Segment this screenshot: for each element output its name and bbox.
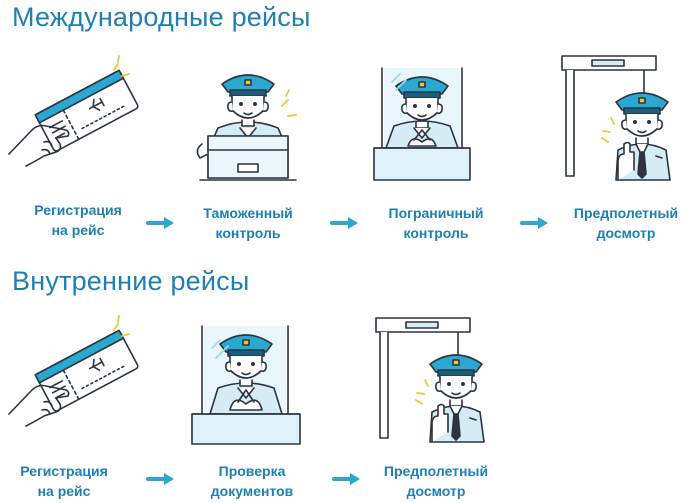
step-label-line2: контроль	[403, 225, 469, 241]
step-security-international	[552, 52, 692, 182]
step-label-line1: Таможенный	[203, 205, 293, 221]
step-label-line2: документов	[210, 483, 294, 499]
document-officer-icon	[176, 318, 316, 448]
step-document-check	[176, 318, 316, 448]
step-label-line2: на рейс	[37, 483, 91, 499]
step-label-border: Пограничный контроль	[366, 203, 506, 243]
border-officer-icon	[352, 58, 492, 188]
step-label-security: Предполетный досмотр	[556, 203, 696, 243]
step-label-line1: Предполетный	[573, 205, 679, 221]
boarding-pass-icon	[4, 312, 144, 432]
arrow-right-icon	[520, 216, 550, 230]
step-border-control	[352, 58, 492, 188]
step-check-in-domestic	[4, 312, 144, 432]
security-officer-icon	[552, 52, 692, 182]
boarding-pass-icon	[4, 52, 144, 172]
step-label-check-in: Регистрация на рейс	[0, 461, 134, 501]
international-section-title: Международные рейсы	[12, 2, 311, 32]
step-label-line2: досмотр	[406, 483, 466, 499]
step-label-line1: Регистрация	[34, 202, 122, 218]
security-officer-icon	[366, 314, 506, 444]
step-customs	[178, 58, 318, 188]
step-check-in-international	[4, 52, 144, 172]
step-label-check-in: Регистрация на рейс	[8, 200, 148, 240]
step-security-domestic	[366, 314, 506, 444]
arrow-right-icon	[330, 216, 360, 230]
step-label-customs: Таможенный контроль	[178, 203, 318, 243]
step-label-line1: Предполетный	[383, 463, 489, 479]
step-label-line2: на рейс	[51, 222, 105, 238]
arrow-right-icon	[332, 472, 362, 486]
step-label-security: Предполетный досмотр	[366, 461, 506, 501]
step-label-line2: досмотр	[596, 225, 656, 241]
step-label-line2: контроль	[215, 225, 281, 241]
domestic-section-title: Внутренние рейсы	[12, 266, 250, 296]
step-label-line1: Проверка	[218, 463, 286, 479]
step-label-documents: Проверка документов	[182, 461, 322, 501]
arrow-right-icon	[146, 216, 176, 230]
customs-officer-icon	[178, 58, 318, 188]
arrow-right-icon	[146, 472, 176, 486]
step-label-line1: Регистрация	[20, 463, 108, 479]
step-label-line1: Пограничный	[388, 205, 484, 221]
